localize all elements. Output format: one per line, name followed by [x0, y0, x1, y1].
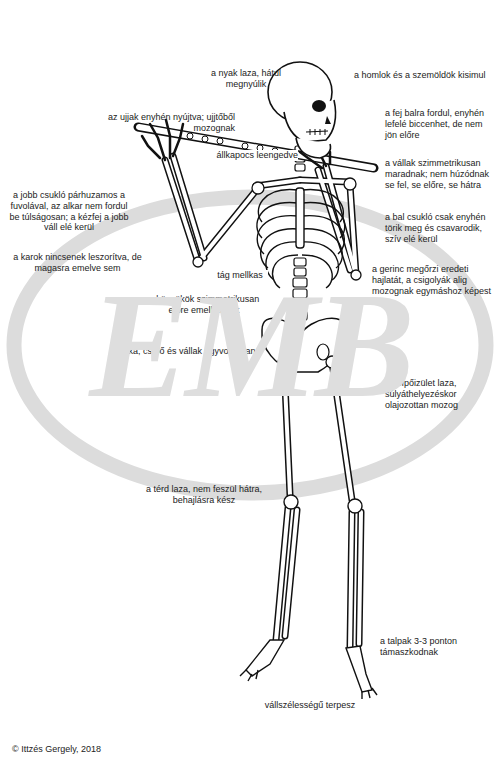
copyright-note: © Ittzés Gergely, 2018	[12, 744, 172, 755]
posture-note: a vállak szimmetrikusan maradnak; nem hú…	[385, 158, 493, 190]
posture-note: a fej balra fordul, enyhén lefelé biccen…	[385, 108, 493, 140]
posture-note: vállszélességű terpesz	[240, 700, 380, 711]
posture-note: a jobb csukló párhuzamos a fuvolával, az…	[5, 190, 133, 233]
posture-note: a talpak 3-3 ponton támaszkodnak	[380, 636, 488, 658]
posture-note: az ujjak enyhén nyújtva; ujjtőből mozogn…	[100, 112, 235, 134]
posture-note: a bal csukló csak enyhén törik meg és cs…	[385, 212, 493, 244]
posture-note: a nyak laza, hátul megnyúlik	[205, 68, 287, 90]
posture-note: a térd laza, nem feszül hátra, behajlásr…	[130, 484, 278, 506]
posture-note: állkapocs leengedve	[210, 150, 298, 161]
posture-note: a homlok és a szemöldök kisimul	[354, 70, 494, 81]
watermark: EMB	[60, 270, 440, 420]
